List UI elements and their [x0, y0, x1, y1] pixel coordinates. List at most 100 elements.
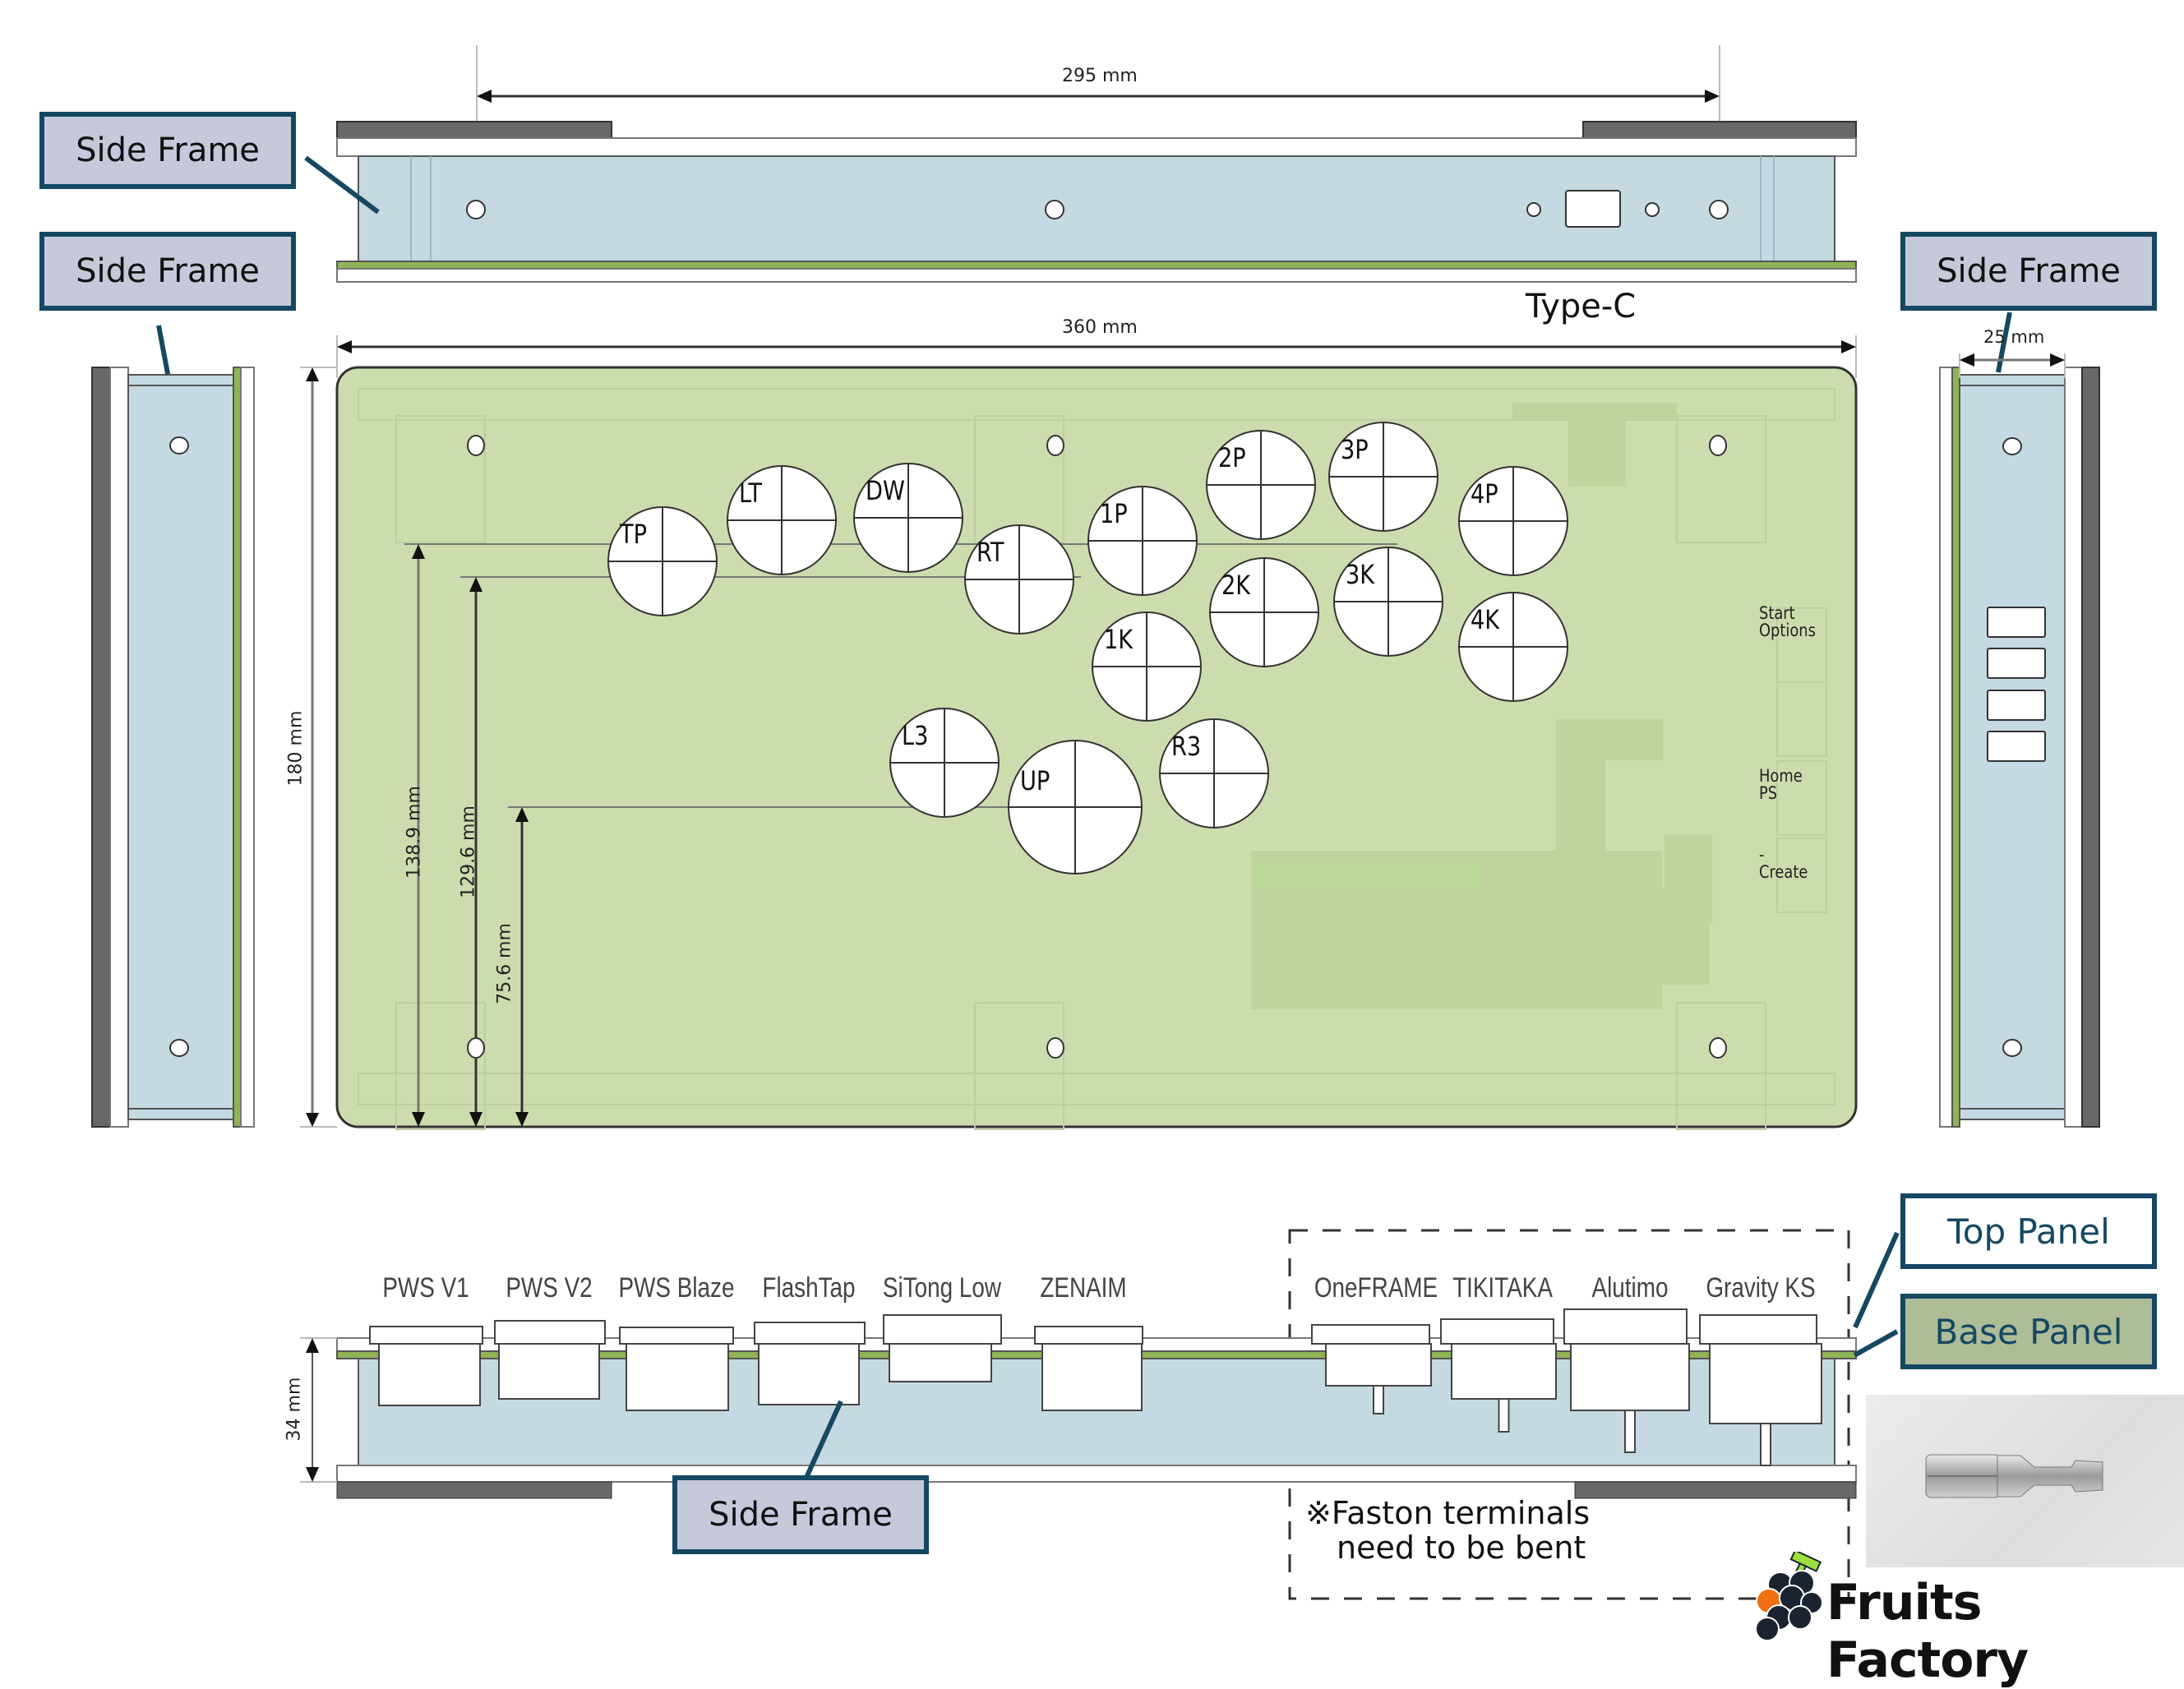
top-panel-view — [335, 366, 1858, 1130]
arrowhead-icon — [337, 340, 352, 353]
button-label: DW — [866, 475, 905, 506]
screw-hole — [1526, 202, 1541, 217]
switch-profile — [1311, 1324, 1432, 1414]
switch-profile — [883, 1314, 1002, 1382]
bottom-side-view — [300, 1229, 1900, 1600]
button-hole-up — [1008, 740, 1143, 874]
dim-label-180: 180 mm — [285, 710, 307, 787]
switch-label: Alutimo — [1591, 1272, 1669, 1304]
callout-side-frame-bottom: Side Frame — [672, 1475, 929, 1554]
switch-body — [1451, 1343, 1557, 1400]
faston-terminal-icon — [1925, 1454, 2103, 1498]
base-panel-edge — [336, 261, 1857, 270]
switch-cap — [619, 1327, 734, 1345]
switch-body — [1325, 1343, 1432, 1387]
button-hole-dw — [853, 463, 963, 573]
arrowhead-icon — [306, 1338, 319, 1353]
switch-body — [1709, 1343, 1822, 1424]
dark-bar-left — [336, 1481, 612, 1499]
callout-leader — [304, 155, 380, 215]
arrowhead-icon — [306, 1467, 319, 1482]
callout-top-panel: Top Panel — [1900, 1193, 2157, 1269]
callout-side-frame-right: Side Frame — [1900, 232, 2157, 311]
button-label: UP — [1020, 765, 1050, 796]
button-hole-1k — [1092, 611, 1202, 722]
faston-terminal — [1498, 1398, 1510, 1433]
button-label: 2P — [1218, 442, 1246, 473]
label-dash: - — [1759, 845, 1765, 865]
button-hole-tp — [607, 506, 718, 616]
start-options-label: Start Options — [1759, 605, 1816, 639]
brand-name: Fruits Factory — [1826, 1574, 2029, 1689]
switch-profile — [1034, 1326, 1143, 1411]
fruits-factory-logo-icon — [1755, 1552, 1823, 1641]
bottom-panel-edge — [336, 1465, 1857, 1483]
screw-hole — [467, 1037, 485, 1059]
switch-cap — [1440, 1318, 1554, 1345]
top-side-view — [304, 45, 1857, 378]
dim-label-25: 25 mm — [1983, 327, 2045, 347]
screw-hole — [1045, 200, 1064, 219]
screw-hole — [1709, 1037, 1727, 1059]
arrowhead-icon — [1841, 340, 1856, 353]
faston-note-line1: ※Faston terminals — [1305, 1495, 1591, 1531]
diagram-canvas: 295 mm 360 mm Type-C Side Frame Side Fra… — [39, 45, 2184, 1689]
switch-body — [626, 1343, 729, 1411]
button-hole-l3 — [889, 708, 1000, 818]
callout-leader — [1996, 312, 2012, 373]
screw-hole — [1709, 200, 1729, 219]
callout-leader — [1853, 1231, 1900, 1329]
switch-profile — [619, 1327, 734, 1411]
dim-label-360: 360 mm — [1062, 317, 1138, 338]
switch-body — [498, 1343, 600, 1400]
screw-hole — [169, 1039, 189, 1057]
switch-label: ZENAIM — [1040, 1272, 1127, 1304]
switch-label: PWS V1 — [382, 1272, 469, 1304]
dim-label-138: 138.9 mm — [404, 786, 425, 879]
dim-label-34: 34 mm — [284, 1377, 305, 1442]
switch-cap — [1311, 1324, 1430, 1345]
faston-terminal — [1373, 1385, 1384, 1414]
arrowhead-icon — [412, 1112, 425, 1127]
label-start: Start — [1759, 603, 1795, 623]
switch-cap — [1699, 1314, 1817, 1345]
switch-body — [1570, 1343, 1690, 1411]
switch-cap — [1034, 1326, 1143, 1345]
screw-hole — [1709, 435, 1727, 456]
switch-profile — [494, 1320, 606, 1400]
arrowhead-icon — [2050, 353, 2065, 367]
faston-note: ※Faston terminals need to be bent — [1305, 1496, 1590, 1565]
aux-button-cutout — [1987, 731, 2046, 762]
switch-profile — [1563, 1308, 1690, 1453]
button-label: TP — [620, 519, 648, 550]
screw-hole — [2002, 1039, 2022, 1057]
switch-profiles — [369, 1308, 1822, 1466]
button-label: L3 — [902, 720, 929, 751]
button-label: 4K — [1471, 604, 1500, 635]
create-label: - Create — [1759, 847, 1808, 881]
dark-bar-left — [336, 121, 612, 139]
faston-note-line2: need to be bent — [1337, 1530, 1586, 1566]
arrowhead-icon — [1960, 353, 1974, 367]
button-label: 2K — [1221, 570, 1251, 601]
top-panel-edge — [336, 137, 1857, 157]
button-label: 1P — [1100, 498, 1128, 529]
button-hole-r3 — [1159, 718, 1269, 828]
switch-profile — [1440, 1318, 1557, 1433]
arrowhead-icon — [515, 1112, 529, 1127]
dim-label-75: 75.6 mm — [494, 923, 515, 1004]
callout-base-panel: Base Panel — [1900, 1294, 2157, 1369]
screw-hole — [467, 435, 485, 456]
switch-body — [758, 1343, 860, 1405]
label-ps: PS — [1759, 783, 1778, 803]
button-hole-1p — [1087, 486, 1198, 596]
type-c-label: Type-C — [1526, 288, 1637, 325]
bottom-panel-edge — [336, 268, 1857, 283]
type-c-port-cutout — [1565, 190, 1621, 228]
aux-button-cutout — [1987, 690, 2046, 721]
callout-side-frame-left: Side Frame — [39, 232, 296, 311]
button-hole-lt — [727, 465, 837, 575]
aux-button-cutout — [1987, 607, 2046, 638]
screw-hole — [1645, 202, 1660, 217]
button-label: 4P — [1471, 478, 1498, 510]
